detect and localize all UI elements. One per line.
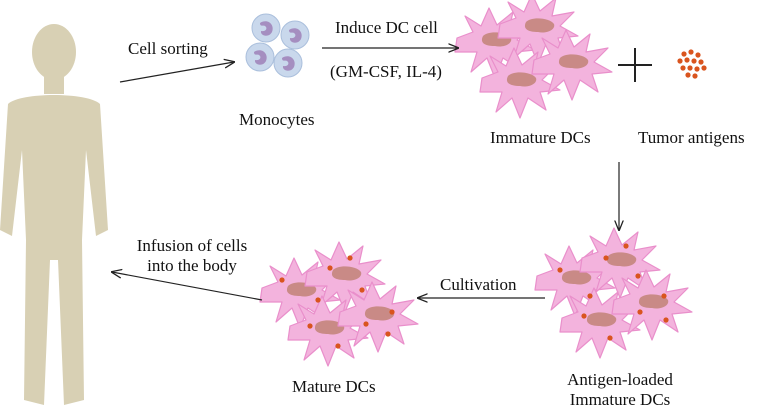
plus-sign [618,48,652,82]
arrow-cell-sorting [119,62,234,83]
immature-dcs-cluster [454,0,613,119]
label-antigen-loaded-line2: Immature DCs [569,390,671,409]
label-cell-sorting: Cell sorting [128,39,208,58]
label-antigen-loaded: Antigen-loaded Immature DCs [550,370,690,410]
label-antigen-loaded-line1: Antigen-loaded [567,370,673,389]
arrows [112,48,619,300]
label-infusion-line1: Infusion of cells [136,236,248,255]
monocytes-cluster [245,13,310,78]
antigen-loaded-dcs-cluster [534,227,693,359]
tumor-antigens-cluster [677,49,707,79]
label-mature-dcs: Mature DCs [292,377,376,396]
label-infusion-line2: into the body [147,256,237,275]
label-immature-dcs: Immature DCs [490,128,591,147]
label-tumor-antigens: Tumor antigens [638,128,745,147]
mature-dcs-cluster [259,241,419,367]
human-silhouette [0,24,108,405]
label-cultivation: Cultivation [440,275,517,294]
label-infusion: Infusion of cells into the body [118,236,266,276]
arrow-infusion [112,272,263,301]
label-induce-dc: Induce DC cell [335,18,438,37]
label-cytokines: (GM-CSF, IL-4) [330,62,442,81]
label-monocytes: Monocytes [239,110,315,129]
